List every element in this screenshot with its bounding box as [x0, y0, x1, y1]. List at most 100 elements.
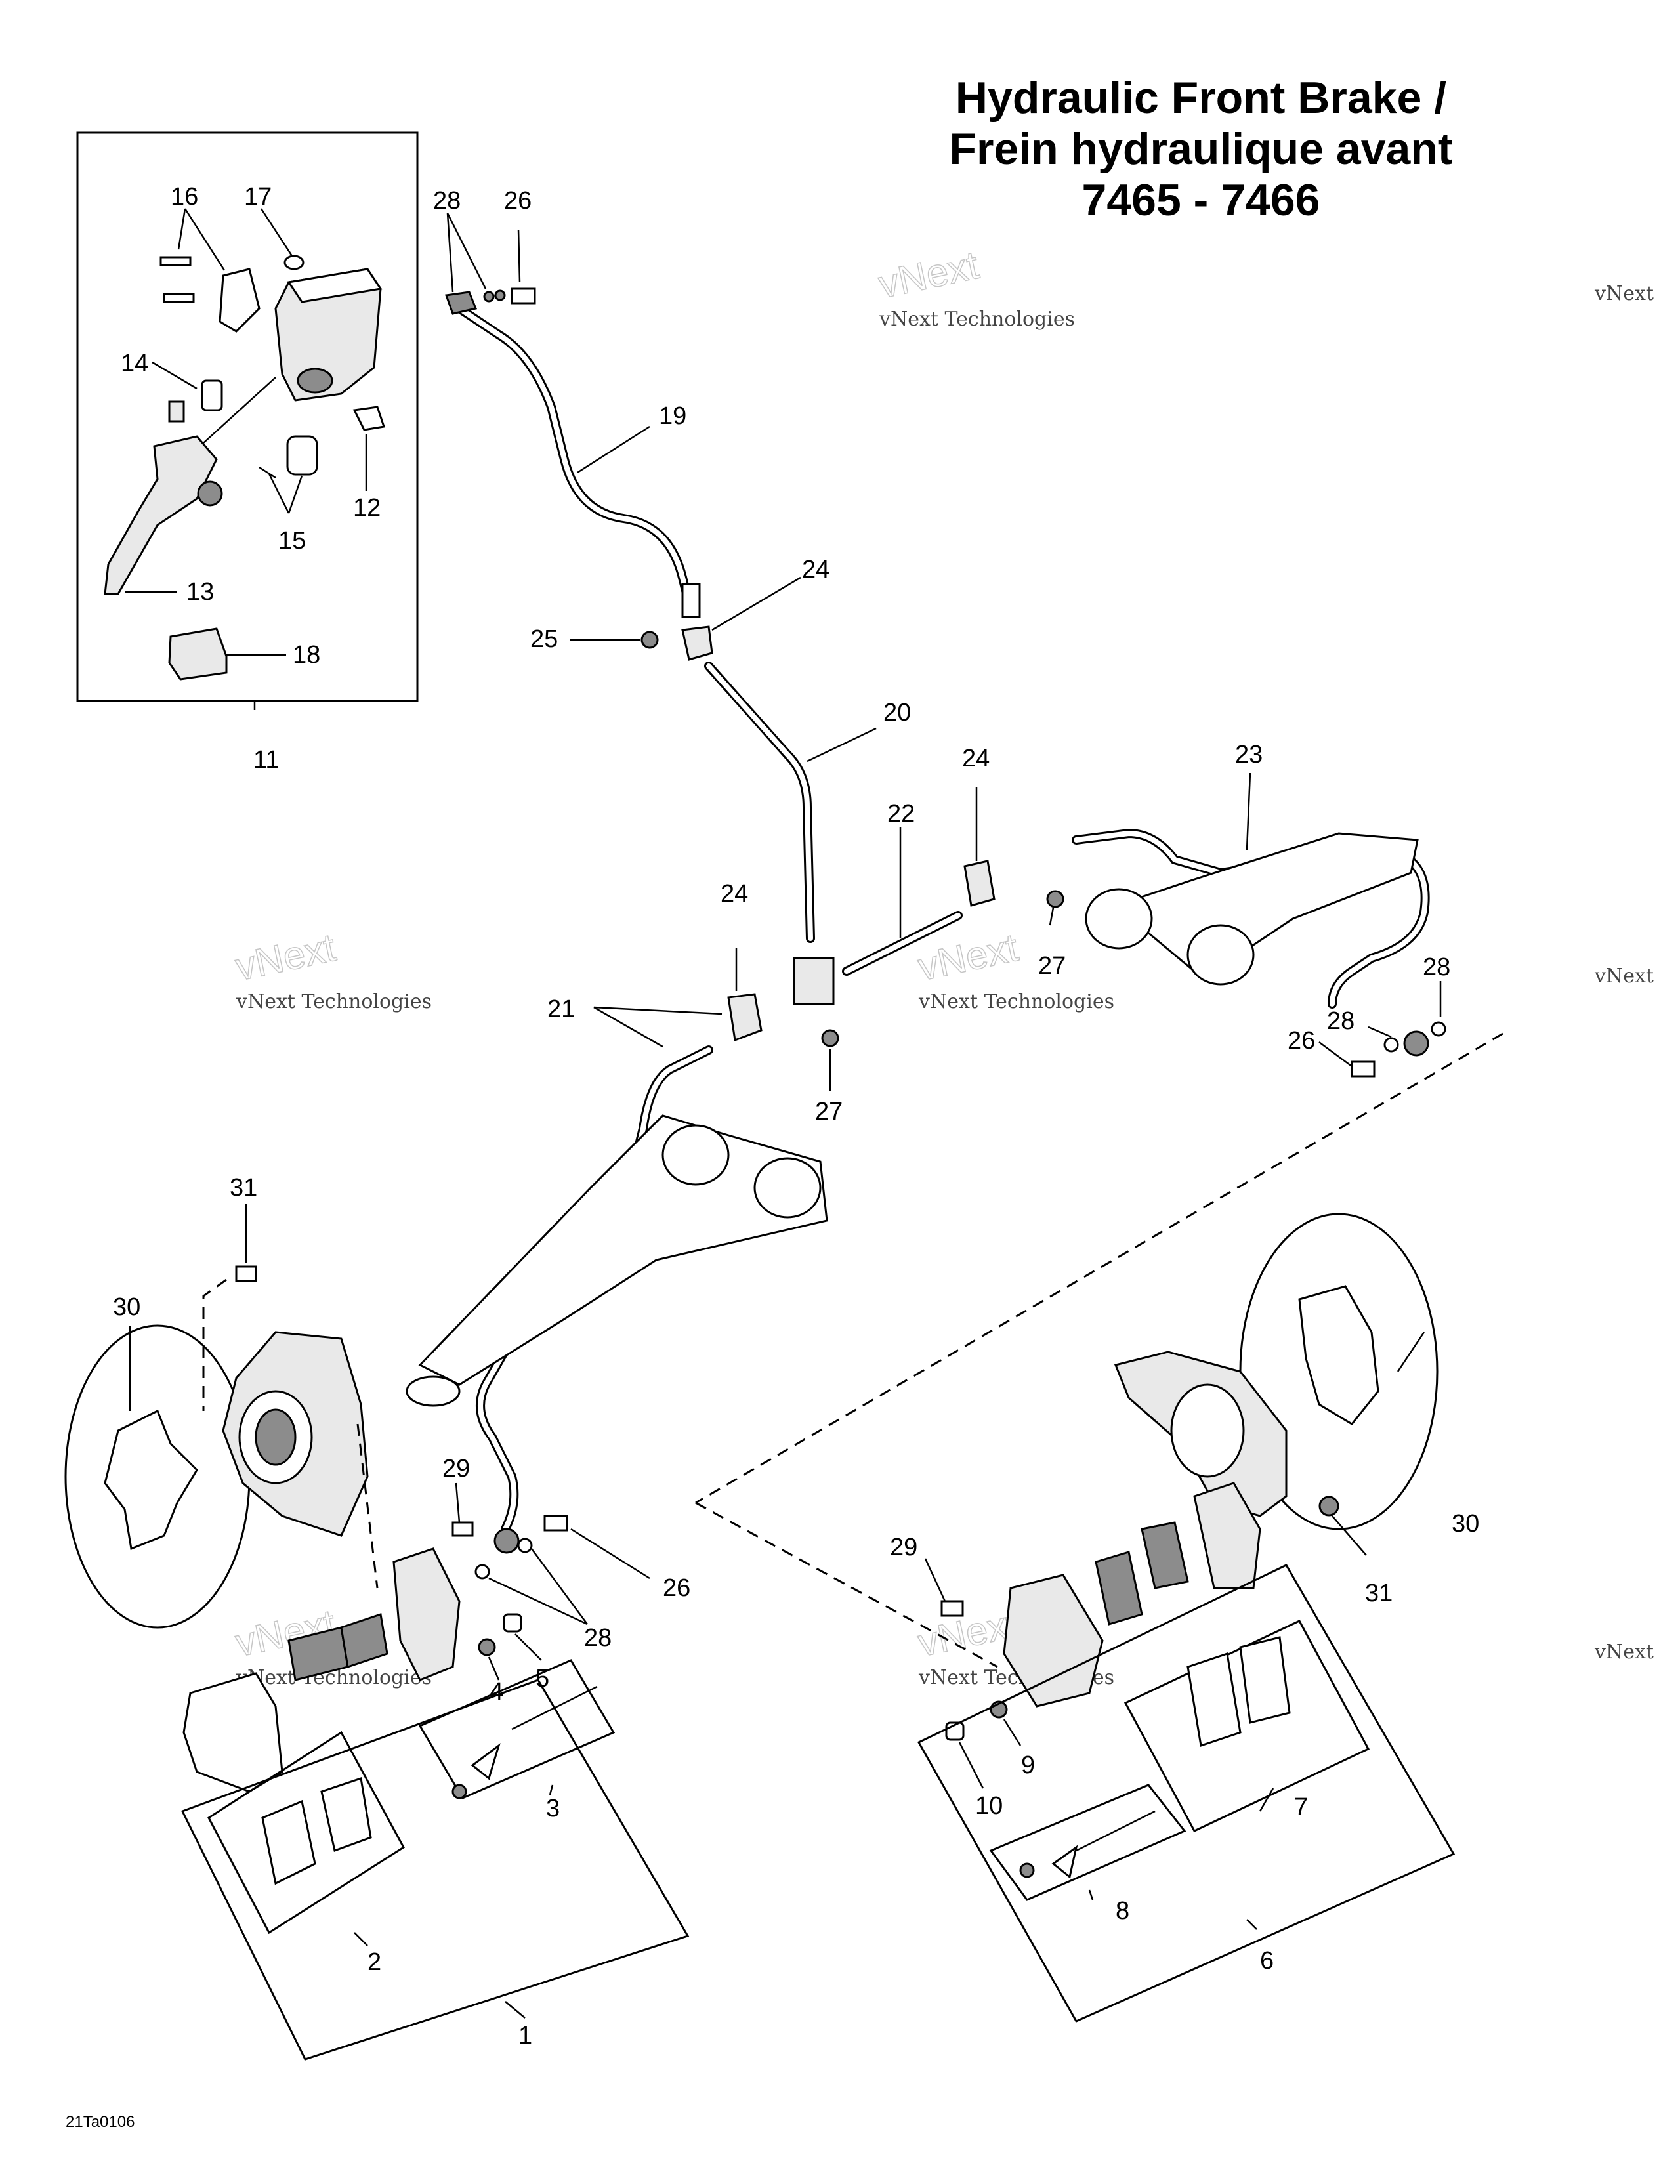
callout-31-right: 31: [1365, 1580, 1393, 1607]
left-a-arm: [406, 1114, 828, 1407]
callout-18: 18: [293, 641, 320, 669]
banjo-fitting: [494, 1528, 520, 1554]
left-pin-kit-box: [418, 1659, 616, 1799]
sealing-washer: [517, 1538, 533, 1553]
sealing-washer: [474, 1564, 490, 1580]
sealing-washer: [1431, 1021, 1446, 1037]
callout-11: 11: [253, 746, 279, 774]
dashed-connection-line: [202, 1278, 227, 1411]
brake-line-20: [704, 662, 815, 943]
callout-14: 14: [121, 350, 148, 377]
callout-29-left: 29: [442, 1455, 470, 1482]
callout-6: 6: [1260, 1947, 1274, 1975]
bleed-cap: [503, 1613, 522, 1633]
rotor-bolt: [1318, 1496, 1339, 1517]
right-caliper-kit-box: [917, 1564, 1456, 2023]
callout-28-right-top: 28: [1423, 954, 1450, 981]
brake-pad: [1239, 1636, 1291, 1724]
right-pad-kit-box: [1124, 1620, 1370, 1832]
callout-30-right: 30: [1452, 1510, 1479, 1538]
lever-boot: [286, 435, 318, 476]
callout-31-left: 31: [230, 1174, 257, 1202]
sealing-washer: [1383, 1037, 1399, 1053]
callout-25: 25: [530, 625, 558, 653]
reservoir-cap: [287, 268, 383, 303]
hose-clamp: [963, 860, 996, 907]
diagram-title: Hydraulic Front Brake / Frein hydrauliqu…: [873, 72, 1529, 226]
callout-numbers: 11 16 17 14 12 15 13 18 28 26 19 24 25 2…: [113, 183, 1479, 2049]
left-caliper-kit-box: [180, 1679, 690, 2061]
callout-9: 9: [1021, 1752, 1035, 1779]
left-caliper: [182, 1547, 461, 1793]
callout-13: 13: [186, 578, 214, 606]
callout-7: 7: [1294, 1794, 1308, 1821]
callout-29-right: 29: [890, 1534, 917, 1561]
master-cylinder-kit-box: [76, 131, 419, 702]
lever-bracket: [168, 627, 228, 681]
brake-pad: [1141, 1521, 1189, 1589]
banjo-fitting: [444, 291, 478, 315]
callout-10: 10: [975, 1792, 1003, 1820]
brake-pad: [340, 1613, 388, 1668]
callout-26-left: 26: [663, 1574, 690, 1602]
title-line-3: 7465 - 7466: [1082, 175, 1320, 225]
sealing-washer: [483, 291, 495, 303]
callout-24-right: 24: [962, 745, 990, 772]
distribution-block: [793, 957, 835, 1005]
master-cylinder-assembly: [104, 255, 385, 681]
clamp-screw: [163, 293, 195, 303]
title-line-2: Frein hydraulique avant: [949, 124, 1453, 174]
callout-24-left: 24: [721, 880, 748, 908]
left-steering-knuckle: [222, 1331, 369, 1537]
callout-28-right: 28: [1327, 1007, 1354, 1035]
callout-8: 8: [1116, 1897, 1129, 1925]
o-ring: [284, 255, 304, 270]
callout-20: 20: [883, 699, 911, 726]
sealing-washer: [494, 289, 506, 301]
brake-pad: [261, 1799, 316, 1885]
hose-clamp: [681, 625, 713, 661]
callout-5: 5: [536, 1665, 549, 1692]
callout-27-right: 27: [1038, 952, 1066, 980]
callout-28-left: 28: [584, 1624, 612, 1652]
callout-15: 15: [278, 527, 306, 555]
dashed-connection-line: [695, 1032, 1503, 1504]
callout-12: 12: [353, 494, 381, 522]
brake-pad: [1186, 1652, 1242, 1747]
caliper-bolt: [940, 1600, 964, 1617]
leader-lines: [125, 208, 1442, 2019]
right-steering-knuckle: [1114, 1351, 1288, 1517]
callout-24: 24: [802, 556, 830, 583]
clamp-screw: [159, 256, 192, 266]
brake-lever: [104, 435, 218, 595]
right-caliper: [1003, 1482, 1261, 1708]
callout-19: 19: [659, 402, 686, 430]
callout-28: 28: [433, 187, 461, 215]
clamp-screw: [821, 1029, 839, 1047]
brake-pad: [320, 1777, 372, 1852]
callout-26: 26: [504, 187, 532, 215]
callout-16: 16: [171, 183, 198, 211]
brake-pad: [1095, 1551, 1143, 1626]
callout-23: 23: [1235, 741, 1263, 768]
lever-nut: [197, 480, 223, 507]
callout-21: 21: [547, 996, 575, 1023]
pivot-bushing: [201, 379, 223, 411]
pin-clip: [471, 1743, 501, 1780]
callout-27-left: 27: [815, 1098, 843, 1125]
callout-26-right: 26: [1288, 1027, 1315, 1055]
banjo-bolt: [543, 1515, 568, 1532]
right-pin-kit-box: [989, 1784, 1186, 1901]
right-brake-rotor: [1239, 1213, 1438, 1530]
callout-3: 3: [546, 1795, 560, 1822]
master-cylinder-port: [297, 368, 333, 394]
left-brake-rotor: [64, 1324, 251, 1629]
pin-washer: [452, 1784, 467, 1799]
pivot-nut: [168, 400, 185, 423]
pin-washer: [1019, 1862, 1035, 1878]
callout-2: 2: [368, 1948, 381, 1976]
left-pad-kit-box: [207, 1731, 405, 1935]
banjo-bolt: [1351, 1060, 1376, 1078]
hose-fitting: [681, 583, 701, 618]
